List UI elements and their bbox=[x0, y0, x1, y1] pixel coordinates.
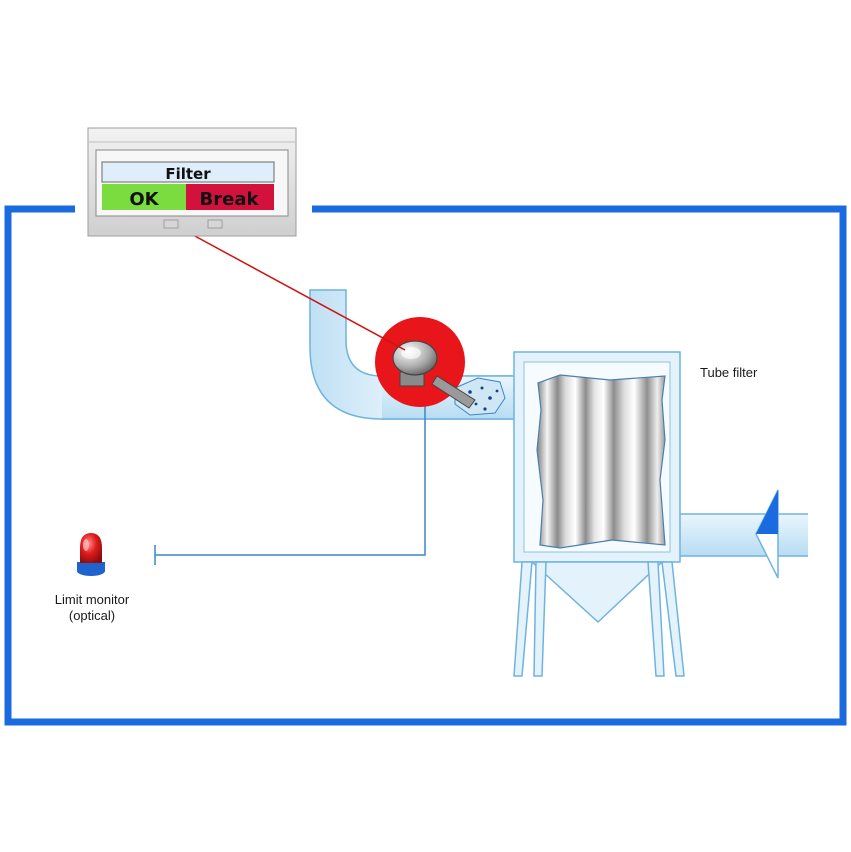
flow-arrow-icon bbox=[755, 489, 779, 579]
signal-line bbox=[192, 234, 406, 351]
break-label: Break bbox=[200, 189, 260, 210]
outlet-pipe bbox=[678, 513, 808, 557]
dust-hopper bbox=[530, 561, 664, 624]
limit-monitor-label: Limit monitor bbox=[54, 592, 130, 607]
tube-filter-label: Tube filter bbox=[700, 365, 758, 380]
support-legs bbox=[513, 561, 685, 677]
dust-sensor-icon bbox=[375, 317, 476, 409]
limit-monitor-sublabel: (optical) bbox=[68, 608, 116, 623]
ok-indicator bbox=[102, 184, 186, 210]
ok-label: OK bbox=[129, 189, 159, 210]
filter-display-unit: Filter OK Break bbox=[87, 127, 297, 237]
display-title: Filter bbox=[165, 165, 211, 183]
system-boundary-frame bbox=[4, 205, 847, 726]
filter-bags bbox=[536, 374, 666, 549]
tube-filter-unit bbox=[513, 351, 685, 677]
warning-lamp-icon bbox=[77, 533, 105, 576]
break-indicator bbox=[186, 184, 274, 210]
monitor-wire bbox=[154, 386, 426, 565]
